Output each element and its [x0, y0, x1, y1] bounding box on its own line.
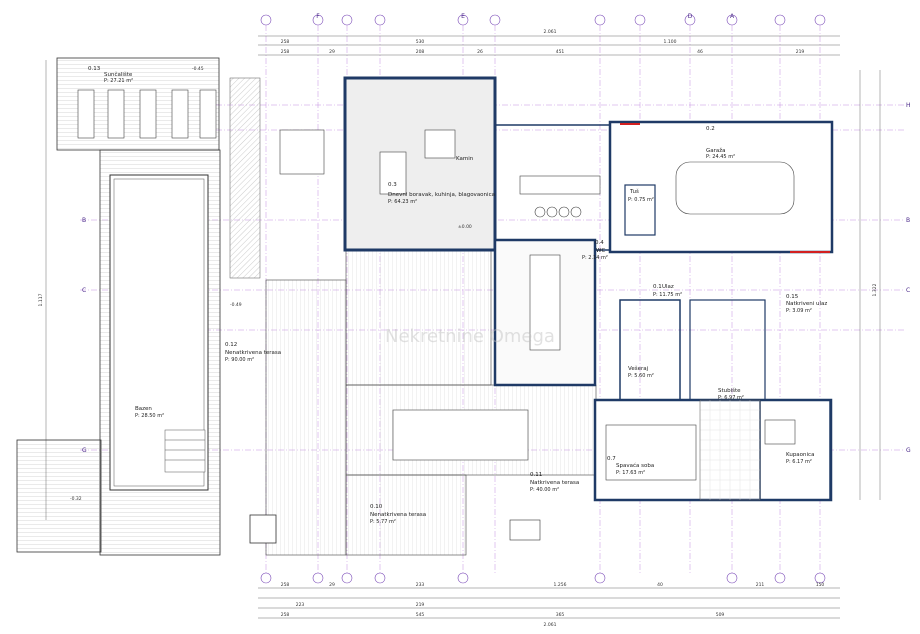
- room-id-wc: 0.4: [595, 240, 604, 246]
- watermark: Nekretnine Omega: [385, 326, 555, 347]
- dim-top-r2-3: 26: [477, 49, 483, 55]
- axis-right-G: G: [906, 447, 911, 454]
- room-bathroom-area: P: 6.17 m²: [786, 459, 812, 465]
- room-covered-terrace-area: P: 40.00 m²: [530, 487, 559, 493]
- red-marks: [620, 123, 830, 253]
- dim-top-r2-0: 258: [281, 49, 290, 55]
- level-terrace: -0.49: [230, 302, 242, 308]
- room-bedroom-area: P: 17.63 m²: [616, 470, 645, 476]
- dim-bottom-r1-5: 211: [756, 582, 765, 588]
- pool-area: [16, 149, 221, 556]
- axis-right-C: C: [906, 287, 910, 294]
- level-marks: -0.45 ±0.00 -0.49 -0.32: [70, 66, 472, 502]
- room-fireplace: Kamin: [456, 156, 474, 162]
- room-covered-entrance-area: P: 3.09 m²: [786, 308, 812, 314]
- room-living-area: P: 64.23 m²: [388, 199, 417, 205]
- axis-labels-top: F E D A: [316, 13, 735, 20]
- dim-bottom-r3-0: 258: [281, 612, 290, 618]
- dim-top-r2-5: 46: [697, 49, 703, 55]
- axis-right-H: H: [906, 102, 911, 109]
- room-covered-entrance: Natkriveni ulaz: [786, 301, 827, 307]
- dimension-lines: [45, 35, 881, 619]
- dim-bottom-r3-1: 545: [416, 612, 425, 618]
- axis-left-B: B: [82, 217, 86, 224]
- dim-bottom-total: 2.061: [544, 622, 557, 628]
- room-stairs-area: P: 6.97 m²: [718, 395, 744, 401]
- dim-left-total: 1.117: [38, 293, 44, 306]
- axis-right-B: B: [906, 217, 910, 224]
- room-id-entrance: 0.1: [653, 284, 662, 290]
- furniture: [279, 129, 796, 481]
- dim-top-r2-6: 219: [796, 49, 805, 55]
- dim-top-r2-1: 29: [329, 49, 335, 55]
- dim-bottom-r2-0: 223: [296, 602, 305, 608]
- room-entrance-area: P: 11.75 m²: [653, 292, 682, 298]
- room-id-small-terrace: 0.10: [370, 504, 383, 510]
- room-id-open-terrace: 0.12: [225, 342, 237, 348]
- room-id-bedroom: 0.7: [607, 456, 616, 462]
- dim-bottom-r1-4: 40: [657, 582, 663, 588]
- dim-top-2: 530: [416, 39, 425, 45]
- axis-top-A: A: [730, 13, 735, 20]
- dim-bottom-r1-2: 233: [416, 582, 425, 588]
- hatched-elements: [229, 77, 761, 501]
- dim-top-total: 2.061: [544, 29, 557, 35]
- dim-right-total: 1.322: [872, 283, 878, 296]
- room-pool: Bazen: [135, 406, 152, 412]
- room-sunbathing-area: P: 27.21 m²: [104, 78, 133, 84]
- room-bathroom: Kupaonica: [786, 452, 814, 458]
- room-id-garage: 0.2: [706, 126, 715, 132]
- axis-left-G: G: [82, 447, 87, 454]
- axis-labels-left: B C G: [82, 217, 87, 454]
- room-garage: Garaža: [706, 147, 726, 154]
- dim-bottom-r1-1: 29: [329, 582, 335, 588]
- room-shower: Tuš: [629, 188, 639, 195]
- room-labels: 0.13 Sunčalište P: 27.21 m² 0.3 Dnevni b…: [88, 66, 827, 525]
- room-id-covered-entrance: 0.15: [786, 294, 799, 300]
- room-open-terrace-area: P: 90.00 m²: [225, 357, 254, 363]
- room-laundry: Vešeraj: [628, 365, 649, 372]
- room-living: Dnevni boravak, kuhinja, blagovaonica: [388, 192, 495, 198]
- dim-top-r2-2: 208: [416, 49, 425, 55]
- room-id-sunbathing: 0.13: [88, 66, 101, 72]
- dim-top-r2-4: 451: [556, 49, 565, 55]
- axis-top-F: F: [316, 13, 320, 20]
- level-deck: -0.32: [70, 496, 82, 502]
- room-wc-area: P: 2.14 m²: [582, 255, 608, 261]
- dim-bottom-r2-1: 219: [416, 602, 425, 608]
- sunbathing-deck: [56, 57, 220, 151]
- axis-labels-right: H B C G: [906, 102, 911, 454]
- dimension-texts: 2.061 258 530 1.100 258 29 208 26 451 46…: [38, 29, 878, 628]
- room-garage-area: P: 24.45 m²: [706, 154, 735, 160]
- axis-left-C: C: [82, 287, 86, 294]
- room-small-terrace-area: P: 5.77 m²: [370, 519, 396, 525]
- axis-top-D: D: [688, 13, 693, 20]
- room-bedroom: Spavaća soba: [616, 462, 654, 469]
- room-id-living: 0.3: [388, 182, 397, 188]
- dim-bottom-r3-3: 509: [716, 612, 725, 618]
- dim-bottom-r3-2: 365: [556, 612, 565, 618]
- room-small-terrace: Nenatkrivena terasa: [370, 512, 426, 518]
- dim-bottom-r1-0: 258: [281, 582, 290, 588]
- axis-bubbles: [260, 14, 826, 584]
- room-open-terrace: Nenatkrivena terasa: [225, 350, 281, 356]
- level-sunbathing: -0.45: [192, 66, 204, 72]
- room-covered-terrace: Natkrivena terasa: [530, 480, 579, 486]
- room-shower-area: P: 0.75 m²: [628, 197, 654, 203]
- room-stairs: Stubište: [718, 387, 741, 394]
- axis-top-E: E: [461, 13, 465, 20]
- room-sunbathing: Sunčalište: [104, 71, 133, 78]
- dim-top-3: 1.100: [664, 39, 677, 45]
- dim-top-1: 258: [281, 39, 290, 45]
- room-id-covered-terrace: 0.11: [530, 472, 542, 478]
- room-wc: WC: [596, 248, 605, 254]
- room-laundry-area: P: 5.60 m²: [628, 373, 654, 379]
- dim-bottom-r1-3: 1.256: [554, 582, 567, 588]
- room-entrance: Ulaz: [662, 284, 674, 290]
- dim-bottom-r1-6: 150: [816, 582, 825, 588]
- room-pool-area: P: 28.50 m²: [135, 413, 164, 419]
- level-living: ±0.00: [458, 224, 472, 230]
